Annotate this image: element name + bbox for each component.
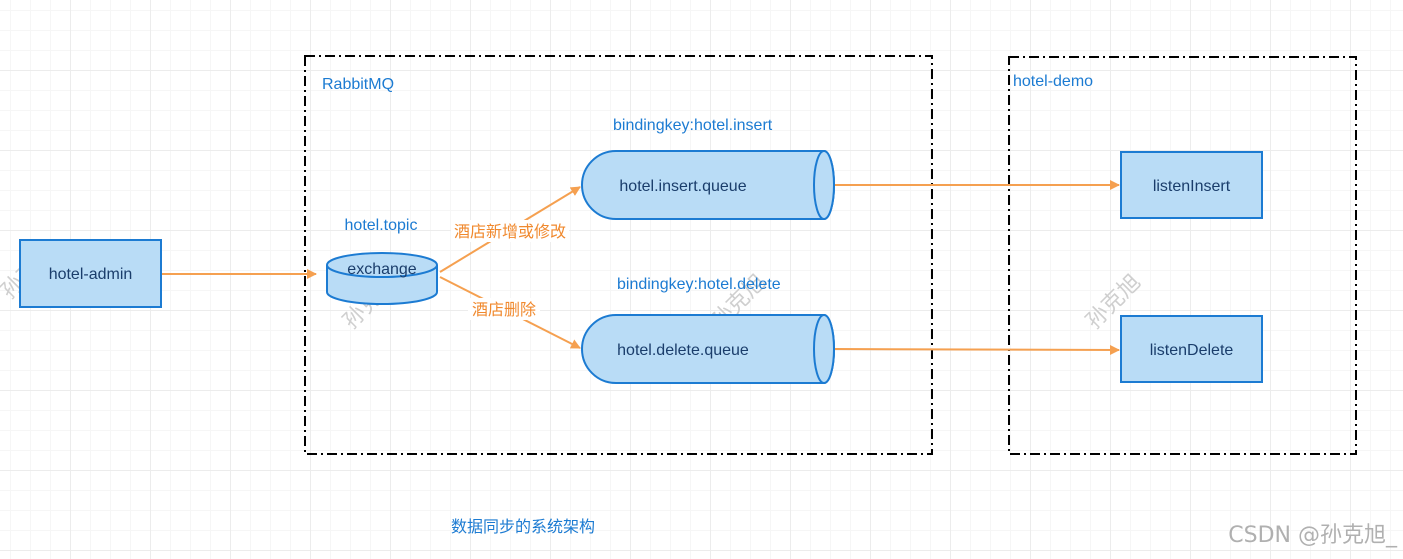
delete-queue-node[interactable] [581, 314, 835, 384]
insert-queue-node[interactable] [581, 150, 835, 220]
hotel-demo-group [1008, 56, 1357, 455]
insert-queue-label: hotel.insert.queue [619, 178, 746, 195]
hotel-admin-node[interactable] [19, 239, 162, 308]
rabbitmq-group [304, 55, 933, 455]
edge-label-insert: 酒店新增或修改 [454, 223, 566, 241]
binding-key-insert: bindingkey:hotel.insert [613, 117, 773, 134]
exchange-name-label: hotel.topic [345, 217, 418, 234]
listen-delete-label: listenDelete [1150, 342, 1234, 359]
edge-label-insert-bg [451, 220, 569, 242]
delete-queue-label: hotel.delete.queue [617, 342, 749, 359]
rabbitmq-group-label: RabbitMQ [322, 76, 394, 93]
hotel-demo-group-label: hotel-demo [1013, 73, 1093, 90]
edge-label-delete: 酒店删除 [472, 301, 536, 319]
edge-label-delete-bg [468, 298, 540, 320]
arrow-delete-queue-to-listener [834, 344, 1120, 355]
listen-delete-node[interactable] [1120, 315, 1263, 383]
watermark-layer: 孙克旭 孙克旭 孙克旭 孙克旭 [0, 240, 1146, 334]
binding-key-delete: bindingkey:hotel.delete [617, 276, 781, 293]
exchange-node[interactable] [326, 252, 438, 305]
diagram-caption: 数据同步的系统架构 [451, 518, 595, 536]
exchange-label: exchange [347, 261, 416, 278]
listen-insert-label: listenInsert [1153, 178, 1231, 195]
hotel-admin-label: hotel-admin [49, 266, 133, 283]
listen-insert-node[interactable] [1120, 151, 1263, 219]
csdn-credit: CSDN @孙克旭_ [1228, 523, 1398, 548]
